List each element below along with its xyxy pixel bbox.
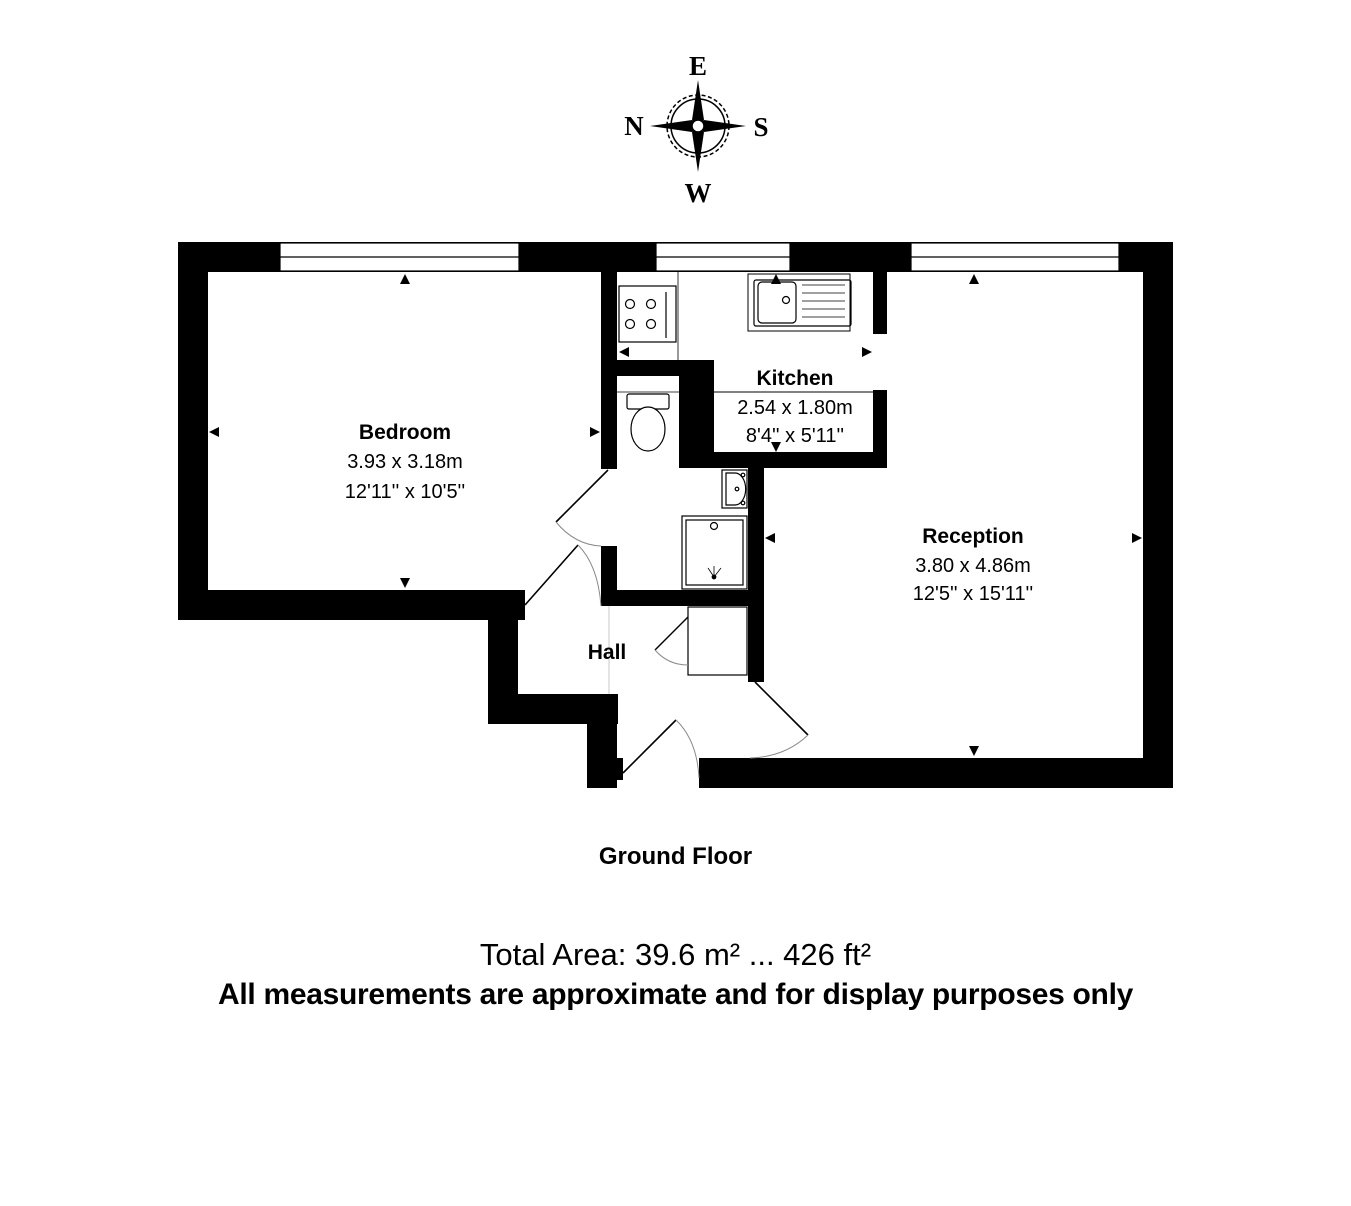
total-area: Total Area: 39.6 m² ... 426 ft² xyxy=(479,937,872,972)
kitchen-metric: 2.54 x 1.80m xyxy=(737,397,853,419)
reception-name: Reception xyxy=(922,525,1024,548)
floor-plan: E N S W xyxy=(178,51,1173,788)
reception-metric: 3.80 x 4.86m xyxy=(915,555,1031,577)
room-kitchen: Kitchen 2.54 x 1.80m 8'4'' x 5'11'' xyxy=(737,367,853,447)
room-bedroom: Bedroom 3.93 x 3.18m 12'11'' x 10'5'' xyxy=(345,421,465,503)
cupboard-door[interactable] xyxy=(654,616,689,666)
compass-east-label: E xyxy=(689,51,707,81)
dimension-arrows xyxy=(209,274,1142,756)
reception-imperial: 12'5'' x 15'11'' xyxy=(913,583,1033,605)
windows xyxy=(279,242,1120,272)
front-door[interactable] xyxy=(622,719,700,779)
hall-cupboard xyxy=(687,606,748,676)
kitchen-imperial: 8'4'' x 5'11'' xyxy=(746,425,844,447)
compass-north-label: N xyxy=(624,111,644,141)
hall-name: Hall xyxy=(588,641,627,664)
sink-icon xyxy=(753,279,852,327)
compass-south-label: S xyxy=(753,112,768,142)
compass-west-label: W xyxy=(685,178,712,208)
bathroom-fixtures xyxy=(617,391,748,590)
kitchen-fixtures xyxy=(618,272,873,393)
doors xyxy=(524,469,809,779)
bedroom-door[interactable] xyxy=(524,544,602,607)
disclaimer: All measurements are approximate and for… xyxy=(217,978,1134,1011)
hob-icon xyxy=(618,285,677,343)
kitchen-name: Kitchen xyxy=(756,367,833,390)
reception-door[interactable] xyxy=(749,681,809,759)
bedroom-imperial: 12'11'' x 10'5'' xyxy=(345,481,465,503)
room-hall: Hall xyxy=(588,641,627,664)
bedroom-metric: 3.93 x 3.18m xyxy=(347,451,463,473)
toilet-bowl-icon xyxy=(630,406,666,452)
compass-rose-icon: E N S W xyxy=(624,51,768,208)
bedroom-name: Bedroom xyxy=(359,421,451,444)
bathroom-door[interactable] xyxy=(555,469,609,547)
room-reception: Reception 3.80 x 4.86m 12'5'' x 15'11'' xyxy=(913,525,1033,605)
floor-label: Ground Floor xyxy=(598,843,753,870)
